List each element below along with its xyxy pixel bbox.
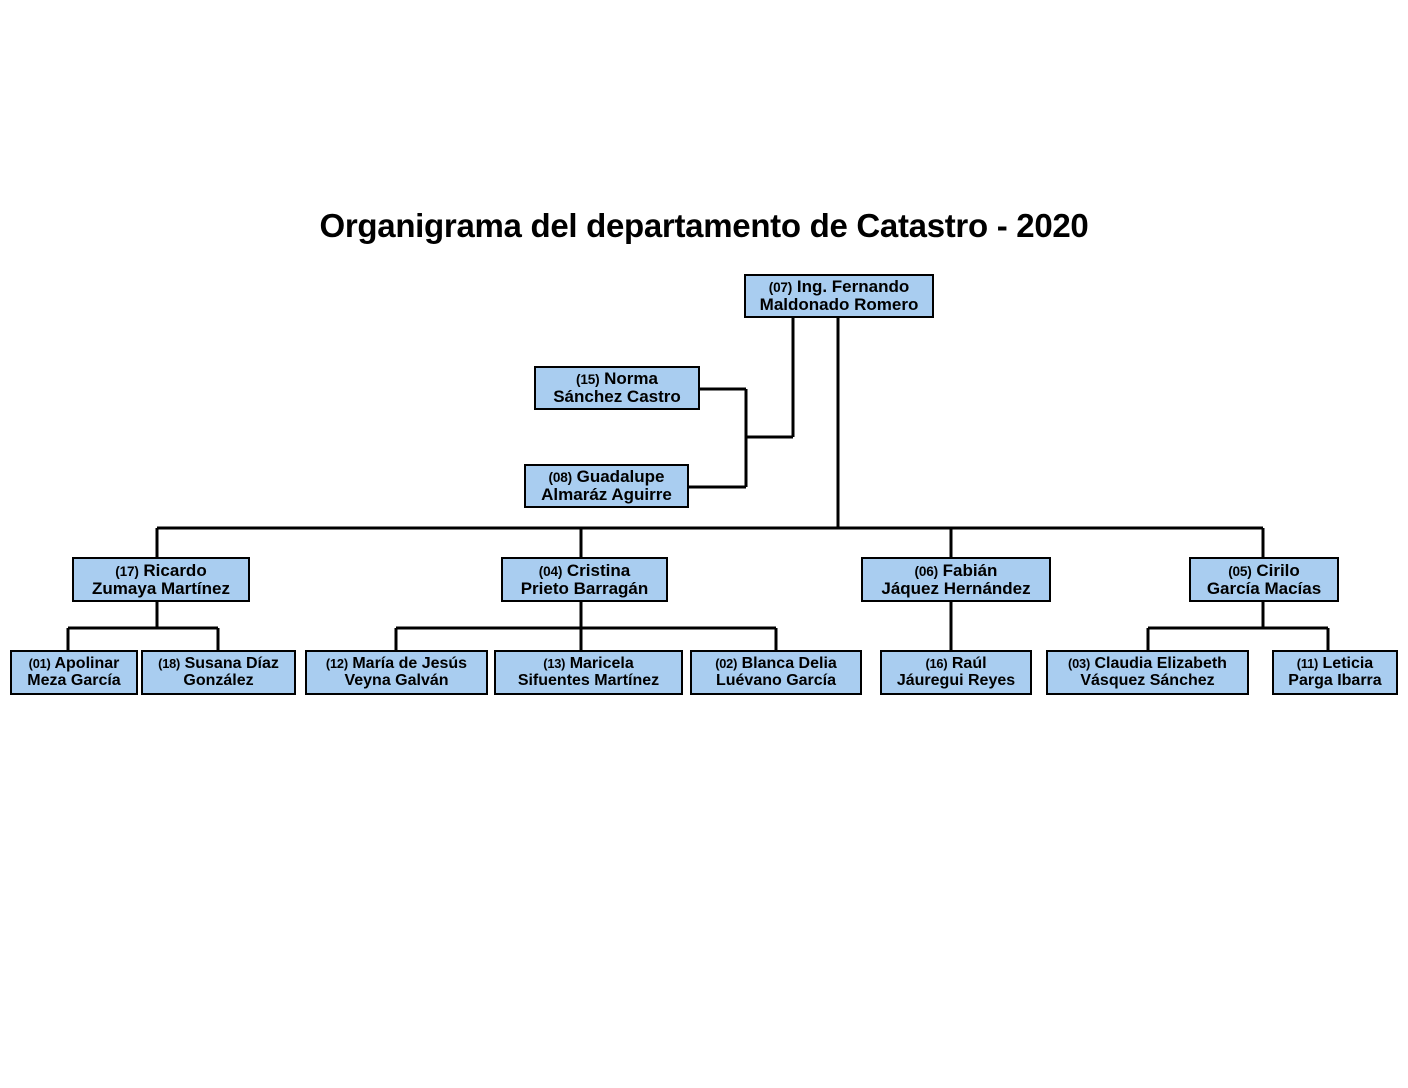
org-node-n01[interactable]: (01) Apolinar Meza García	[10, 650, 138, 695]
org-node-n12[interactable]: (12) María de Jesús Veyna Galván	[305, 650, 488, 695]
org-node-name-last: Jáquez Hernández	[881, 578, 1031, 598]
org-node-code: (17)	[115, 563, 139, 579]
org-node-name-last: Vásquez Sánchez	[1080, 671, 1215, 689]
org-node-name-first: Maricela	[569, 654, 634, 672]
org-node-n05[interactable]: (05) Cirilo García Macías	[1189, 557, 1339, 602]
org-node-name-last: Meza García	[27, 671, 121, 689]
org-node-line1: (01) Apolinar	[28, 654, 120, 673]
org-node-name-first: Raúl	[951, 654, 987, 672]
org-node-code: (04)	[538, 563, 563, 579]
org-node-n17[interactable]: (17) Ricardo Zumaya Martínez	[72, 557, 250, 602]
org-node-code: (06)	[914, 563, 939, 579]
org-node-code: (12)	[325, 655, 348, 671]
org-node-name-last: García Macías	[1206, 578, 1322, 598]
org-node-code: (03)	[1068, 655, 1091, 671]
org-node-code: (05)	[1228, 563, 1252, 579]
org-node-n16[interactable]: (16) Raúl Jáuregui Reyes	[880, 650, 1032, 695]
org-node-n06[interactable]: (06) Fabián Jáquez Hernández	[861, 557, 1051, 602]
org-node-line1: (11) Leticia	[1296, 654, 1374, 673]
org-node-line1: (05) Cirilo	[1228, 560, 1300, 580]
org-node-code: (02)	[715, 655, 738, 671]
org-node-code: (16)	[925, 655, 948, 671]
org-node-n02[interactable]: (02) Blanca Delia Luévano García	[690, 650, 862, 695]
org-node-name-first: Apolinar	[54, 654, 120, 672]
org-node-name-first: María de Jesús	[352, 654, 468, 672]
org-node-line1: (17) Ricardo	[115, 560, 207, 580]
org-node-name-last: Sánchez Castro	[553, 387, 681, 406]
org-node-name-first: Guadalupe	[576, 467, 665, 487]
org-node-n18[interactable]: (18) Susana Díaz González	[141, 650, 296, 695]
org-node-name-first: Cirilo	[1256, 560, 1300, 580]
org-node-n13[interactable]: (13) Maricela Sifuentes Martínez	[494, 650, 683, 695]
org-node-name-last: Luévano García	[715, 671, 837, 689]
org-node-name-first: Leticia	[1322, 654, 1374, 672]
org-node-n03[interactable]: (03) Claudia Elizabeth Vásquez Sánchez	[1046, 650, 1249, 695]
org-node-n07[interactable]: (07) Ing. Fernando Maldonado Romero	[744, 274, 934, 318]
org-node-line1: (03) Claudia Elizabeth	[1068, 654, 1227, 673]
org-node-n11[interactable]: (11) Leticia Parga Ibarra	[1272, 650, 1398, 695]
org-node-code: (08)	[548, 470, 573, 486]
org-node-n04[interactable]: (04) Cristina Prieto Barragán	[501, 557, 668, 602]
org-node-line1: (08) Guadalupe	[549, 468, 665, 486]
org-node-line1: (16) Raúl	[925, 654, 987, 673]
org-node-name-first: Ing. Fernando	[796, 277, 910, 297]
org-node-line1: (13) Maricela	[543, 654, 634, 673]
org-node-name-last: González	[183, 671, 254, 689]
org-node-name-first: Fabián	[942, 560, 998, 580]
org-node-code: (15)	[576, 372, 600, 388]
org-node-name-last: Parga Ibarra	[1288, 671, 1382, 689]
org-node-name-last: Veyna Galván	[344, 671, 449, 689]
org-node-name-last: Sifuentes Martínez	[517, 671, 660, 689]
org-node-line1: (02) Blanca Delia	[715, 654, 837, 673]
org-node-line1: (12) María de Jesús	[325, 654, 468, 673]
org-node-name-last: Jáuregui Reyes	[896, 671, 1016, 689]
org-node-name-last: Zumaya Martínez	[92, 578, 230, 598]
org-node-n15[interactable]: (15) Norma Sánchez Castro	[534, 366, 700, 410]
org-node-name-first: Susana Díaz	[184, 654, 279, 672]
org-node-name-first: Blanca Delia	[741, 654, 837, 672]
org-node-line1: (06) Fabián	[914, 560, 998, 580]
org-node-name-first: Claudia Elizabeth	[1094, 654, 1227, 672]
org-node-n08[interactable]: (08) Guadalupe Almaráz Aguirre	[524, 464, 689, 508]
org-node-code: (13)	[543, 655, 566, 671]
org-node-name-first: Norma	[604, 369, 658, 389]
org-node-code: (18)	[158, 655, 181, 671]
org-node-name-last: Almaráz Aguirre	[541, 485, 672, 504]
org-node-line1: (15) Norma	[576, 370, 658, 388]
page-title: Organigrama del departamento de Catastro…	[319, 207, 1089, 244]
org-node-code: (01)	[28, 655, 51, 671]
org-node-code: (07)	[768, 280, 793, 296]
org-node-name-first: Ricardo	[143, 560, 207, 580]
org-node-line1: (07) Ing. Fernando	[769, 278, 910, 296]
org-node-line1: (04) Cristina	[538, 560, 631, 580]
org-node-name-last: Maldonado Romero	[759, 295, 919, 314]
org-node-name-first: Cristina	[566, 560, 631, 580]
org-node-code: (11)	[1296, 655, 1319, 671]
org-node-name-last: Prieto Barragán	[520, 578, 649, 598]
org-node-line1: (18) Susana Díaz	[158, 654, 279, 673]
